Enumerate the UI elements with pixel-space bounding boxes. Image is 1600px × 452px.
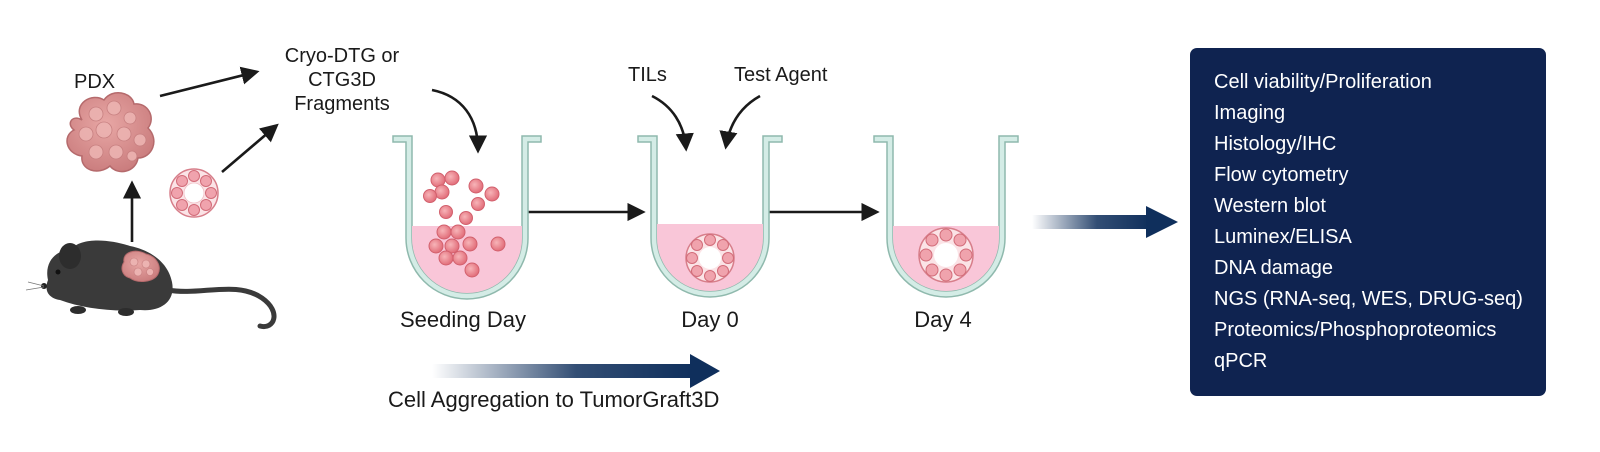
tumorgraft-organoid-icon [918, 227, 974, 283]
seeded-cells [423, 170, 506, 278]
tumorgraft-organoid-icon [685, 233, 735, 283]
readout-item: Flow cytometry [1214, 164, 1349, 186]
fragment-organoid-icon [169, 168, 219, 218]
pdx-label: PDX [74, 71, 116, 93]
well-day0 [637, 135, 783, 298]
flow-arrows [122, 66, 880, 242]
readout-panel: Cell viability/Proliferation Imaging His… [1190, 48, 1546, 396]
readout-item: NGS (RNA-seq, WES, DRUG-seq) [1214, 288, 1523, 310]
readout-item: Western blot [1214, 195, 1326, 217]
test-agent-label: Test Agent [734, 64, 828, 86]
fragments-label-line2: CTG3D [308, 69, 376, 91]
fragments-label-line3: Fragments [294, 93, 390, 115]
mouse-icon [25, 240, 277, 330]
well-day4 [873, 135, 1019, 298]
pdx-tumor-icon [66, 92, 155, 173]
day0-label: Day 0 [681, 307, 739, 332]
readout-item: Histology/IHC [1214, 133, 1337, 155]
readout-item: Cell viability/Proliferation [1214, 71, 1432, 93]
readout-item: Luminex/ELISA [1214, 226, 1352, 248]
readout-list: Cell viability/Proliferation Imaging His… [1214, 67, 1546, 377]
day4-label: Day 4 [914, 307, 972, 332]
readout-item: Imaging [1214, 102, 1286, 124]
seeding-day-label: Seeding Day [400, 307, 526, 332]
fragments-label-line1: Cryo-DTG or [284, 45, 400, 67]
aggregation-label: Cell Aggregation to TumorGraft3D [388, 387, 720, 412]
readout-gradient-arrow [1032, 206, 1178, 238]
aggregation-gradient-arrow [432, 354, 720, 388]
readout-item: DNA damage [1214, 257, 1333, 279]
readout-item: Proteomics/Phosphoproteomics [1214, 319, 1497, 341]
readout-item: qPCR [1214, 350, 1268, 372]
tils-label: TILs [628, 64, 667, 86]
